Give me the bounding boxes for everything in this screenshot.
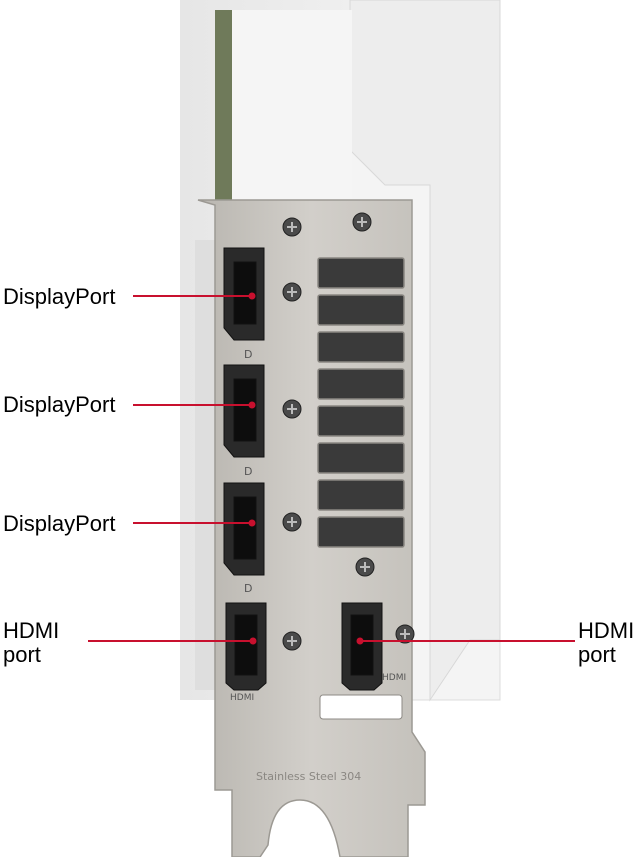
hdmi-etch-left: HDMI [230,693,254,703]
displayport-connector [223,482,265,576]
label-hdmi-left: HDMI port [3,618,60,667]
leader-lines [88,292,575,645]
steel-marking: Stainless Steel 304 [256,770,361,783]
label-displayport-3: DisplayPort [3,511,116,536]
dp-logo-mark: D [244,348,252,361]
displayport-connector [223,247,265,341]
bracket-slot [319,694,403,720]
gpu-shroud [180,0,501,702]
displayport-connector [223,364,265,458]
io-bracket [197,199,426,857]
label-displayport-1: DisplayPort [3,284,116,309]
label-displayport-2: DisplayPort [3,392,116,417]
vent-grille [317,257,405,548]
hdmi-connector [341,602,383,691]
hdmi-connector [225,602,267,691]
hdmi-etch-right: HDMI [382,673,406,683]
dp-logo-mark: D [244,582,252,595]
dp-logo-mark: D [244,465,252,478]
label-hdmi-right: HDMI port [578,618,635,667]
